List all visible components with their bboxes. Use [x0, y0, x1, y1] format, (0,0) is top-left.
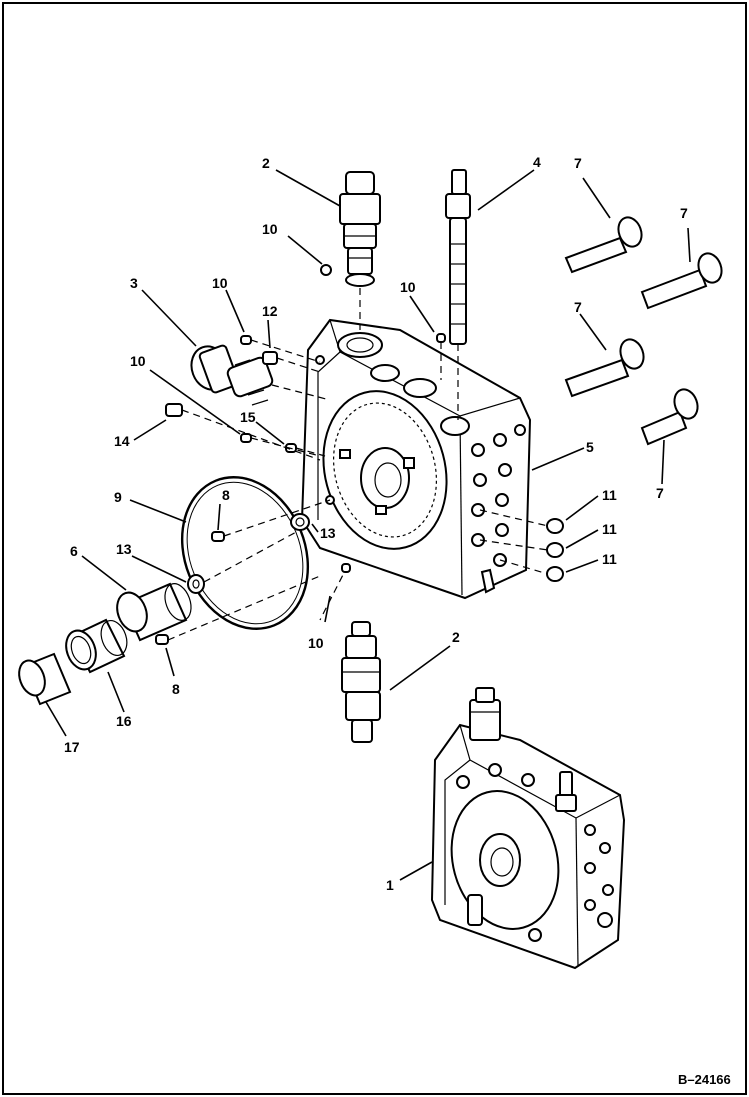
callout-3: 3 [130, 275, 138, 291]
callout-11: 11 [602, 521, 617, 537]
callout-10: 10 [212, 275, 228, 291]
callout-10: 10 [308, 635, 324, 651]
callout-9: 9 [114, 489, 122, 505]
callout-7: 7 [574, 155, 582, 171]
callout-8: 8 [172, 681, 180, 697]
callout-2: 2 [452, 629, 460, 645]
callout-5: 5 [586, 439, 594, 455]
washer-13a [290, 513, 310, 531]
callout-16: 16 [116, 713, 132, 729]
plug-14 [165, 403, 183, 417]
check-ball-10a [320, 264, 332, 276]
cap [18, 652, 72, 706]
callout-7: 7 [656, 485, 664, 501]
callout-11: 11 [602, 487, 617, 503]
callout-1: 1 [386, 877, 394, 893]
callout-7: 7 [574, 299, 582, 315]
plug-12 [262, 351, 278, 365]
callout-12: 12 [262, 303, 278, 319]
callout-2: 2 [262, 155, 270, 171]
plug-11a [546, 518, 564, 534]
check-ball-10d [240, 433, 252, 443]
callout-10: 10 [262, 221, 278, 237]
leader-lines [45, 169, 691, 881]
bolt-1 [564, 216, 643, 274]
callout-13: 13 [116, 541, 132, 557]
callout-13: 13 [320, 525, 336, 541]
bolt-3 [564, 338, 645, 398]
pin-8a [211, 531, 225, 542]
bolt-4 [640, 388, 699, 446]
spool [445, 169, 471, 345]
callout-17: 17 [64, 739, 80, 755]
plug-11c [546, 566, 564, 582]
relief-valve-lower [341, 621, 381, 743]
callout-7: 7 [680, 205, 688, 221]
relief-cartridge [190, 344, 274, 406]
callout-8: 8 [222, 487, 230, 503]
valve-assembly [430, 687, 626, 970]
check-ball-10e [341, 563, 351, 573]
callout-6: 6 [70, 543, 78, 559]
callout-10: 10 [400, 279, 416, 295]
check-ball-10b [240, 335, 252, 345]
callout-14: 14 [114, 433, 130, 449]
valve-section-body [300, 318, 532, 600]
check-ball-10c [436, 333, 446, 343]
callout-4: 4 [533, 154, 541, 170]
figure-reference: B–24166 [678, 1072, 731, 1087]
plug-11b [546, 542, 564, 558]
callout-11: 11 [602, 551, 617, 567]
callout-10: 10 [130, 353, 146, 369]
callout-15: 15 [240, 409, 256, 425]
sleeve [116, 582, 192, 642]
bolt-2 [640, 252, 723, 310]
seal [65, 618, 128, 674]
relief-valve-upper [339, 171, 381, 287]
washer-13b [187, 574, 205, 594]
pin-8b [155, 634, 169, 645]
